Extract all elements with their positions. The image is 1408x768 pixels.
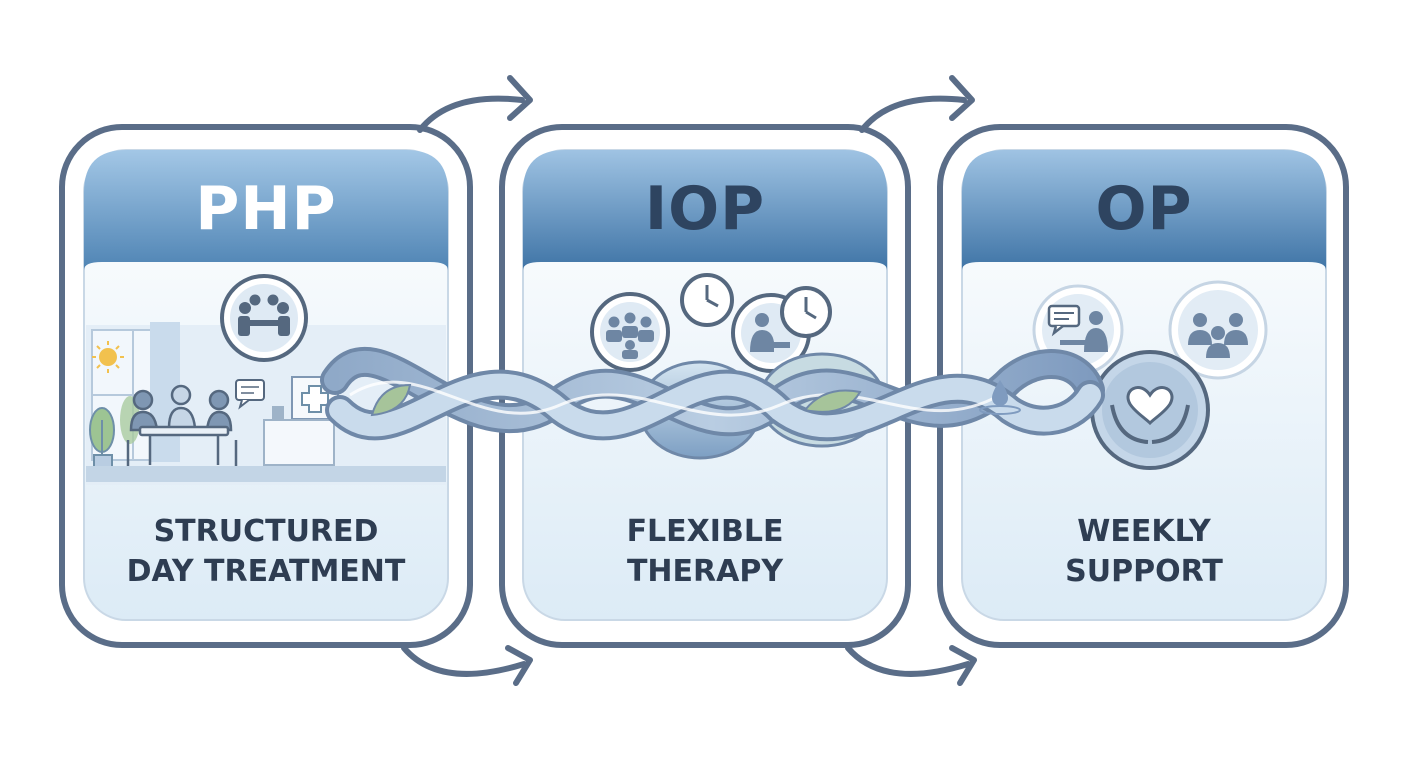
op-caption: WEEKLY SUPPORT <box>944 512 1344 592</box>
arrow-php-to-iop-top <box>417 75 533 133</box>
family-icon <box>1168 280 1268 380</box>
op-card <box>937 124 1349 648</box>
arrow-iop-to-op-bottom <box>845 645 977 686</box>
op-caption-line-2: SUPPORT <box>1065 554 1223 589</box>
sun-icon <box>92 341 124 373</box>
plant-icon <box>89 407 115 470</box>
heart-hands-icon <box>1090 350 1210 470</box>
iop-caption-line-2: THERAPY <box>626 554 784 589</box>
arrow-php-to-iop-bottom <box>401 645 533 686</box>
speech-bubble-icon <box>235 379 265 410</box>
php-caption-line-1: STRUCTURED <box>153 514 379 549</box>
iop-caption: FLEXIBLE THERAPY <box>505 512 905 592</box>
clock-icon <box>680 273 734 327</box>
php-caption: STRUCTURED DAY TREATMENT <box>66 512 466 592</box>
clock-icon <box>780 286 832 338</box>
leaf-icon <box>803 389 862 413</box>
php-title: PHP <box>195 174 337 244</box>
meeting-table <box>126 384 238 466</box>
arrow-iop-to-op-top <box>859 75 975 133</box>
group-meeting-icon <box>220 274 308 362</box>
iop-caption-line-1: FLEXIBLE <box>626 514 784 549</box>
php-caption-line-2: DAY TREATMENT <box>126 554 406 589</box>
connecting-ribbon <box>320 346 1105 460</box>
water-drop-icon <box>979 380 1021 415</box>
leaf-icon <box>370 383 412 417</box>
iop-title: IOP <box>644 174 766 244</box>
op-caption-line-1: WEEKLY <box>1077 514 1211 549</box>
group-session-icon <box>590 292 670 372</box>
op-title: OP <box>1095 174 1193 244</box>
